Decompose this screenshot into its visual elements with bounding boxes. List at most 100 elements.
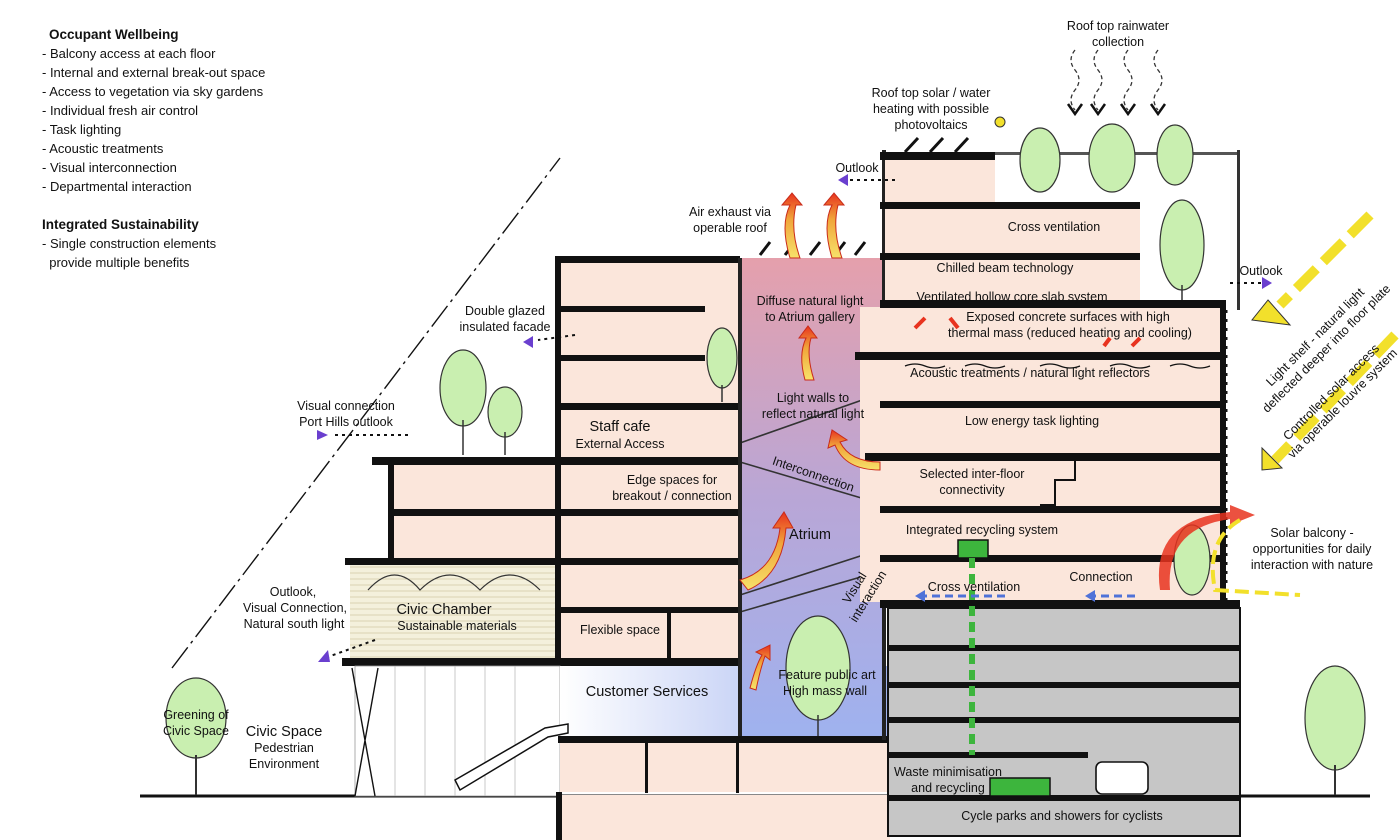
tree <box>487 386 523 455</box>
left-block <box>342 256 890 840</box>
solar-balcony-label: opportunities for daily <box>1253 542 1373 556</box>
warm-air-arrow <box>827 429 881 471</box>
warm-air-arrow <box>780 192 804 259</box>
integrated-sustainability-notes: Integrated Sustainability - Single const… <box>42 215 216 272</box>
staff-cafe-label: Staff cafe <box>590 419 651 435</box>
warm-air-arrow <box>822 192 846 259</box>
tree <box>1088 123 1136 193</box>
wellbeing-item: - Acoustic treatments <box>42 141 164 156</box>
edge-spaces-label: breakout / connection <box>612 489 732 503</box>
double-glazed-label: insulated facade <box>459 320 550 334</box>
atrium-label: Atrium <box>789 527 831 543</box>
solar-balcony-arrow <box>1158 505 1255 590</box>
inter-floor-label: connectivity <box>939 483 1005 497</box>
warm-air-arrow <box>749 644 771 691</box>
wellbeing-item: - Departmental interaction <box>42 179 192 194</box>
light-walls-label: reflect natural light <box>762 407 865 421</box>
edge-spaces-label: Edge spaces for <box>627 473 717 487</box>
solar-balcony-label: interaction with nature <box>1251 558 1373 572</box>
wellbeing-heading: Occupant Wellbeing <box>49 27 179 42</box>
sun-icon <box>994 116 1006 128</box>
outlook-arrow <box>523 336 533 348</box>
tree <box>1304 665 1366 795</box>
cycle-parks-label: Cycle parks and showers for cyclists <box>961 809 1162 823</box>
solar-balcony-label: Solar balcony - <box>1270 526 1353 540</box>
outlook-arrow <box>1262 277 1272 289</box>
outlook-label: Outlook <box>835 161 879 175</box>
outlook-label: Outlook <box>1239 264 1283 278</box>
escalator <box>454 723 569 792</box>
pedestrian-label: Environment <box>249 757 320 771</box>
sustainability-heading: Integrated Sustainability <box>42 217 199 232</box>
outlook-arrows <box>317 174 1272 662</box>
chilled-beam-label: Chilled beam technology <box>937 261 1075 275</box>
concrete-label: Exposed concrete surfaces with high <box>966 310 1170 324</box>
solar-label: Roof top solar / water <box>872 86 991 100</box>
right-block <box>855 150 1241 837</box>
cross-ventilation-label: Cross ventilation <box>928 580 1020 594</box>
warm-air-arrow <box>798 325 818 381</box>
outlook-low-label: Visual Connection, <box>243 601 347 615</box>
diffuse-light-label: to Atrium gallery <box>765 310 855 324</box>
solar-label: photovoltaics <box>895 118 968 132</box>
light-walls-label: Light walls to <box>777 391 849 405</box>
waste-label: and recycling <box>911 781 985 795</box>
rainwater-label: collection <box>1092 35 1144 49</box>
sustainability-item: - Single construction elements <box>42 236 217 251</box>
tree <box>785 615 851 736</box>
outlook-low-label: Natural south light <box>244 617 345 631</box>
solar-louvres <box>1210 211 1399 597</box>
task-lighting-label: Low energy task lighting <box>965 414 1099 428</box>
civic-chamber-label: Civic Chamber <box>396 602 491 618</box>
hollow-core-label: Ventilated hollow core slab system <box>916 290 1107 304</box>
connection-label: Connection <box>1069 570 1132 584</box>
tree <box>1159 199 1205 300</box>
diffuse-light-label: Diffuse natural light <box>757 294 864 308</box>
outlook-low-label: Outlook, <box>270 585 317 599</box>
wellbeing-item: - Individual fresh air control <box>42 103 199 118</box>
occupant-wellbeing-notes: Occupant Wellbeing - Balcony access at e… <box>42 25 265 196</box>
external-access-label: External Access <box>576 437 665 451</box>
tree <box>706 327 738 402</box>
visual-connection-label: Port Hills outlook <box>299 415 394 429</box>
greening-label: Civic Space <box>163 724 229 738</box>
recycling-label: Integrated recycling system <box>906 523 1058 537</box>
acoustic-label: Acoustic treatments / natural light refl… <box>910 366 1150 380</box>
sustainability-item: provide multiple benefits <box>42 255 190 270</box>
air-exhaust-label: operable roof <box>693 221 767 235</box>
double-glazed-label: Double glazed <box>465 304 545 318</box>
customer-services-label: Customer Services <box>586 684 708 700</box>
visual-connection-label: Visual connection <box>297 399 395 413</box>
waste-label: Waste minimisation <box>894 765 1002 779</box>
outlook-arrow <box>838 174 848 186</box>
inter-floor-label: Selected inter-floor <box>920 467 1025 481</box>
rainwater-label: Roof top rainwater <box>1067 19 1169 33</box>
concrete-label: thermal mass (reduced heating and coolin… <box>948 326 1192 340</box>
feature-art-label: Feature public art <box>778 668 876 682</box>
tree <box>439 349 487 455</box>
rain-arrows <box>1066 49 1167 117</box>
greening-label: Greening of <box>163 708 229 722</box>
solar-label: heating with possible <box>873 102 989 116</box>
solar-panels <box>903 116 1006 154</box>
outlook-arrow <box>317 430 328 440</box>
tree <box>1019 127 1061 193</box>
wellbeing-item: - Internal and external break-out space <box>42 65 266 80</box>
wellbeing-item: - Access to vegetation via sky gardens <box>42 84 264 99</box>
feature-art-label: High mass wall <box>783 684 867 698</box>
wellbeing-item: - Balcony access at each floor <box>42 46 216 61</box>
wellbeing-item: - Task lighting <box>42 122 122 137</box>
tree <box>165 677 227 795</box>
civic-space-label: Civic Space <box>246 724 323 740</box>
cross-ventilation-label: Cross ventilation <box>1008 220 1100 234</box>
air-exhaust-label: Air exhaust via <box>689 205 771 219</box>
outlook-arrow <box>318 650 330 662</box>
tree <box>1156 124 1194 186</box>
trees <box>165 123 1366 795</box>
cool-air-arrows <box>913 316 1142 602</box>
warm-air-arrow <box>739 511 794 591</box>
flexible-space-label: Flexible space <box>580 623 660 637</box>
sustainable-materials-label: Sustainable materials <box>397 619 517 633</box>
wellbeing-item: - Visual interconnection <box>42 160 177 175</box>
